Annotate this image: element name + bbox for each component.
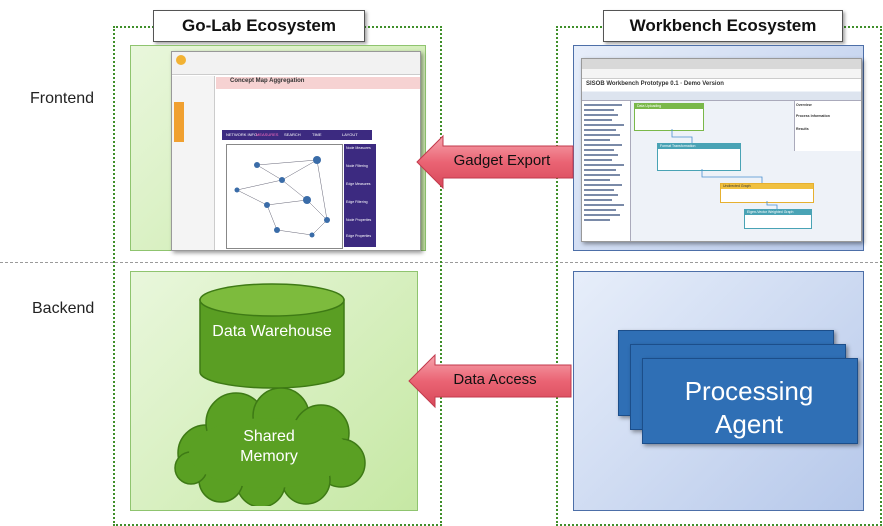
gadget-export-label: Gadget Export — [453, 152, 551, 169]
workflow-connectors — [671, 129, 778, 209]
golab-node-filtering: Node Filtering — [346, 164, 368, 168]
workbench-info-panel — [794, 101, 861, 151]
workbench-overview-label: Overview — [796, 103, 812, 107]
golab-edge-filtering: Edge Filtering — [346, 200, 368, 204]
golab-tab-measures[interactable]: MEASURES — [256, 132, 279, 137]
workflow-node-format-label: Format Transformation — [660, 144, 696, 148]
workbench-ecosystem-title: Workbench Ecosystem — [603, 10, 843, 42]
golab-title-bar — [216, 77, 420, 89]
workbench-address-bar — [582, 69, 861, 79]
golab-app-title: Concept Map Aggregation — [230, 78, 305, 84]
data-access-label: Data Access — [453, 371, 537, 388]
workbench-app-title: SISOB Workbench Prototype 0.1 · Demo Ver… — [586, 81, 724, 87]
golab-top-bar — [172, 52, 420, 75]
workbench-frontend-panel: SISOB Workbench Prototype 0.1 · Demo Ver… — [573, 45, 864, 251]
golab-edge-measures: Edge Measures — [346, 182, 371, 186]
workflow-node-data-uploading[interactable]: Data Uploading — [634, 103, 704, 131]
workbench-screenshot: SISOB Workbench Prototype 0.1 · Demo Ver… — [581, 58, 862, 242]
golab-tab-layout[interactable]: LAYOUT — [342, 132, 358, 137]
golab-frontend-panel: Concept Map Aggregation NETWORK INFO MEA… — [130, 45, 426, 251]
processing-agent-label: Processing Agent — [684, 376, 814, 439]
data-access-arrow — [408, 353, 572, 409]
shared-memory-cloud — [174, 388, 366, 506]
golab-tab-time[interactable]: TIME — [312, 132, 322, 137]
golab-tab-bar — [222, 130, 372, 140]
data-warehouse-cylinder — [199, 283, 345, 389]
shared-memory-label: Shared Memory — [240, 428, 298, 465]
golab-settings-panel — [344, 144, 376, 247]
golab-node-properties: Node Properties — [346, 218, 372, 222]
golab-ecosystem-title: Go-Lab Ecosystem — [153, 10, 365, 42]
golab-gadget-screenshot: Concept Map Aggregation NETWORK INFO MEA… — [171, 51, 421, 251]
golab-tab-network[interactable]: NETWORK INFO — [226, 132, 258, 137]
golab-logo-icon — [176, 55, 186, 65]
workbench-toolbar — [582, 92, 861, 101]
backend-label: Backend — [32, 300, 95, 317]
workbench-header — [582, 79, 861, 91]
golab-side-tab — [174, 102, 184, 142]
workflow-node-data-uploading-label: Data Uploading — [637, 104, 662, 108]
processing-agent-box — [642, 358, 858, 444]
data-warehouse-label: Data Warehouse — [212, 323, 332, 340]
workbench-process-info-label: Process Information — [796, 114, 830, 118]
workbench-results-label: Results — [796, 127, 809, 131]
workbench-browser-tabs — [582, 59, 861, 69]
workflow-node-format-transformation[interactable]: Format Transformation — [657, 143, 741, 171]
workflow-node-undirected-label: Undirected Graph — [723, 184, 751, 188]
golab-node-measures: Node Measures — [346, 146, 371, 150]
workflow-node-eigen-label: Eigen-Vector Weighted Graph — [747, 210, 794, 214]
golab-network-graph — [234, 156, 330, 238]
golab-graph-canvas — [226, 144, 343, 249]
gadget-export-arrow — [416, 134, 574, 190]
frontend-label: Frontend — [30, 90, 95, 107]
golab-tab-search[interactable]: SEARCH — [284, 132, 301, 137]
workbench-module-list — [582, 101, 631, 241]
golab-edge-properties: Edge Properties — [346, 234, 372, 238]
workbench-module-lines — [584, 104, 624, 221]
workflow-node-eigen-vector[interactable]: Eigen-Vector Weighted Graph — [744, 209, 812, 229]
